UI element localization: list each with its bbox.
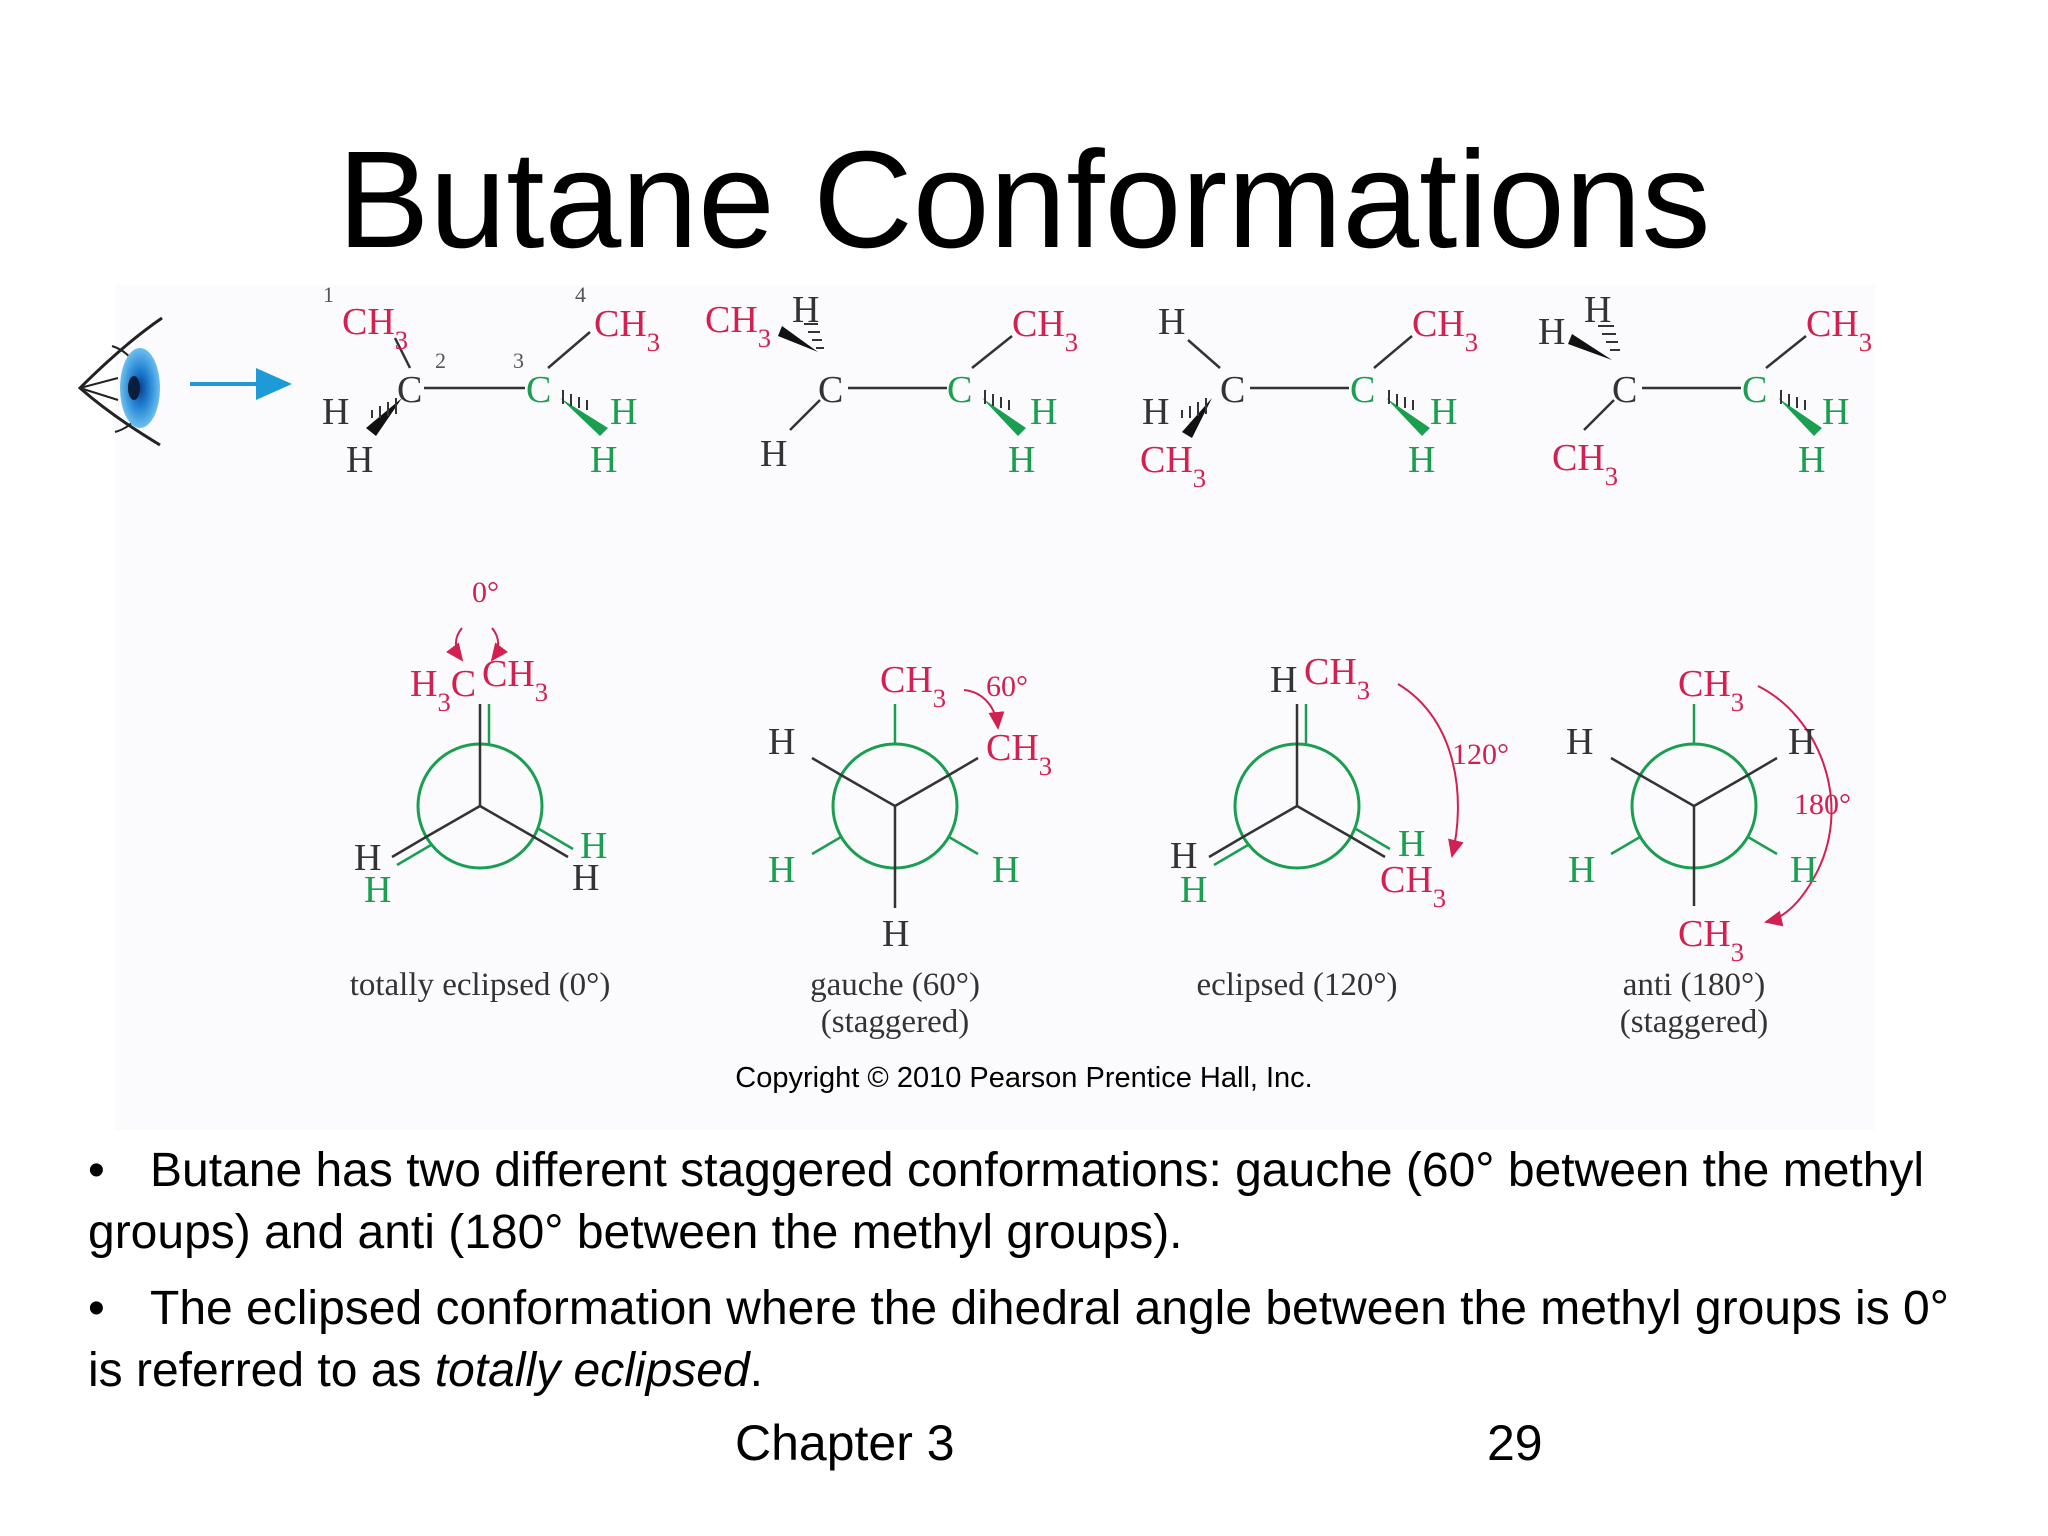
bullet-emphasis: totally eclipsed bbox=[434, 1344, 750, 1397]
angle-label: 0° bbox=[472, 576, 499, 609]
hydrogen-label: H bbox=[1408, 439, 1435, 481]
methyl-label: CH3 bbox=[1678, 663, 1744, 717]
hydrogen-label: H bbox=[1788, 721, 1815, 763]
hydrogen-label: H bbox=[580, 825, 607, 867]
slide-title: Butane Conformations bbox=[337, 123, 1711, 277]
atom-number-2: 2 bbox=[435, 348, 446, 373]
hydrogen-label: H bbox=[882, 913, 909, 955]
atom-c: C bbox=[947, 369, 972, 411]
bullet-dot: • bbox=[88, 1144, 105, 1197]
methyl-label: H3C bbox=[410, 663, 476, 717]
methyl-label: CH3 bbox=[1140, 439, 1206, 493]
conformation-subname: (staggered) bbox=[1620, 1004, 1768, 1040]
methyl-label: CH3 bbox=[1380, 859, 1446, 913]
hydrogen-label: H bbox=[1270, 659, 1297, 701]
copyright-notice: Copyright © 2010 Pearson Prentice Hall, … bbox=[735, 1062, 1313, 1094]
methyl-label: CH3 bbox=[1412, 303, 1478, 357]
hydrogen-label: H bbox=[792, 289, 819, 331]
bullet-item: •Butane has two different staggered conf… bbox=[88, 1140, 1978, 1264]
butane-conformations-figure: C C 1 2 3 4 CH3 CH3 H H H H C C CH3 H H … bbox=[77, 282, 1872, 1040]
methyl-label: CH3 bbox=[1012, 303, 1078, 357]
hydrogen-label: H bbox=[1790, 849, 1817, 891]
hydrogen-label: H bbox=[354, 837, 381, 879]
conformation-name: gauche (60°) bbox=[810, 967, 980, 1003]
conformation-name: eclipsed (120°) bbox=[1196, 967, 1397, 1003]
hydrogen-label: H bbox=[1566, 721, 1593, 763]
atom-number-4: 4 bbox=[575, 282, 586, 307]
methyl-label: CH3 bbox=[705, 299, 771, 353]
hydrogen-label: H bbox=[768, 721, 795, 763]
hydrogen-label: H bbox=[364, 869, 391, 911]
bullet-text: Butane has two different staggered confo… bbox=[88, 1144, 1925, 1259]
angle-label: 120° bbox=[1452, 738, 1509, 771]
footer-chapter: Chapter 3 bbox=[735, 1415, 955, 1471]
methyl-label: CH3 bbox=[342, 301, 408, 355]
hydrogen-label: H bbox=[1398, 823, 1425, 865]
bullet-dot: • bbox=[88, 1282, 105, 1335]
hydrogen-label: H bbox=[590, 439, 617, 481]
hydrogen-label: H bbox=[992, 849, 1019, 891]
bullet-item: •The eclipsed conformation where the dih… bbox=[88, 1278, 1978, 1402]
methyl-label: CH3 bbox=[986, 727, 1052, 781]
hydrogen-label: H bbox=[1008, 439, 1035, 481]
atom-c-2: C bbox=[397, 369, 422, 411]
hydrogen-label: H bbox=[1568, 849, 1595, 891]
methyl-label: CH3 bbox=[482, 653, 548, 707]
hydrogen-label: H bbox=[1180, 869, 1207, 911]
hydrogen-label: H bbox=[1158, 301, 1185, 343]
newman-eclipsed-120 bbox=[1208, 683, 1464, 870]
conformation-name: totally eclipsed (0°) bbox=[350, 967, 611, 1003]
hydrogen-label: H bbox=[768, 849, 795, 891]
hydrogen-label: H bbox=[1538, 311, 1565, 353]
hydrogen-label: H bbox=[1430, 391, 1457, 433]
newman-totally-eclipsed bbox=[391, 627, 574, 870]
atom-c-3: C bbox=[526, 369, 551, 411]
sawhorse-eclipsed-120 bbox=[1181, 335, 1430, 438]
hydrogen-label: H bbox=[610, 391, 637, 433]
figure-background bbox=[115, 285, 1875, 1130]
sawhorse-anti bbox=[1568, 325, 1822, 436]
conformation-subname: (staggered) bbox=[821, 1004, 969, 1040]
sawhorse-totally-eclipsed bbox=[366, 331, 608, 436]
hydrogen-label: H bbox=[1584, 289, 1611, 331]
methyl-label: CH3 bbox=[1678, 913, 1744, 967]
bullet-text: The eclipsed conformation where the dihe… bbox=[88, 1282, 1949, 1397]
hydrogen-label: H bbox=[1030, 391, 1057, 433]
methyl-label: CH3 bbox=[594, 303, 660, 357]
bullet-list: •Butane has two different staggered conf… bbox=[88, 1140, 1978, 1416]
footer-page-number: 29 bbox=[1487, 1415, 1543, 1471]
sawhorse-gauche bbox=[778, 323, 1026, 436]
newman-anti bbox=[1610, 685, 1833, 927]
hydrogen-label: H bbox=[1822, 391, 1849, 433]
angle-label: 60° bbox=[986, 670, 1028, 703]
atom-number-3: 3 bbox=[513, 348, 524, 373]
methyl-label: CH3 bbox=[1552, 437, 1618, 491]
hydrogen-label: H bbox=[760, 433, 787, 475]
newman-gauche bbox=[811, 689, 1005, 908]
eye-icon bbox=[77, 316, 163, 447]
hydrogen-label: H bbox=[346, 439, 373, 481]
bullet-text-end: . bbox=[749, 1344, 763, 1397]
atom-c: C bbox=[1220, 369, 1245, 411]
atom-c: C bbox=[1350, 369, 1375, 411]
atom-c: C bbox=[818, 369, 843, 411]
atom-c: C bbox=[1612, 369, 1637, 411]
hydrogen-label: H bbox=[322, 391, 349, 433]
methyl-label: CH3 bbox=[1304, 651, 1370, 705]
hydrogen-label: H bbox=[1170, 835, 1197, 877]
atom-number-1: 1 bbox=[323, 282, 334, 307]
hydrogen-label: H bbox=[1798, 439, 1825, 481]
atom-c: C bbox=[1742, 369, 1767, 411]
conformation-name: anti (180°) bbox=[1623, 967, 1765, 1003]
hydrogen-label: H bbox=[1142, 391, 1169, 433]
methyl-label: CH3 bbox=[880, 659, 946, 713]
angle-label: 180° bbox=[1794, 788, 1851, 821]
methyl-label: CH3 bbox=[1806, 303, 1872, 357]
hydrogen-label: H bbox=[572, 857, 599, 899]
